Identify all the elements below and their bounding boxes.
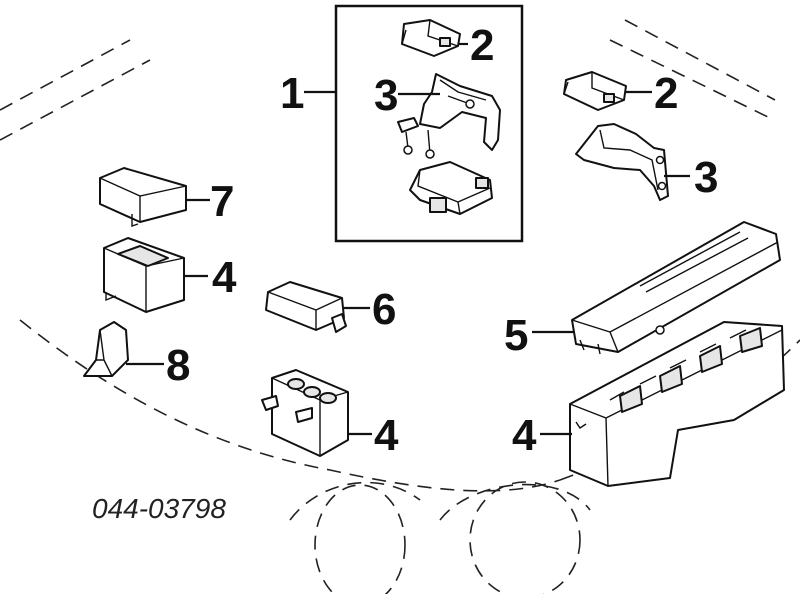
assembly-frame bbox=[334, 4, 524, 243]
callout-2-upper: 2 bbox=[470, 21, 494, 70]
callout-4-left: 4 bbox=[212, 253, 237, 302]
callout-2-right: 2 bbox=[654, 69, 678, 118]
part-5-long-cover bbox=[571, 221, 781, 355]
callout-3-upper: 3 bbox=[374, 71, 398, 120]
part-2-relay-upper bbox=[401, 19, 461, 57]
assembly-connector-block bbox=[409, 161, 493, 215]
reference-code: 044-03798 bbox=[92, 493, 226, 524]
part-3-bracket-right bbox=[575, 123, 669, 201]
callout-5: 5 bbox=[504, 311, 528, 360]
part-2-relay-right bbox=[563, 71, 627, 111]
part-4-box-right bbox=[569, 321, 785, 487]
callout-3-right: 3 bbox=[694, 153, 718, 202]
part-7-cover bbox=[99, 167, 187, 227]
callout-4-right: 4 bbox=[512, 411, 537, 460]
part-3-bracket-upper bbox=[397, 73, 501, 159]
part-4-box-left bbox=[103, 237, 185, 313]
callout-1: 1 bbox=[280, 69, 304, 118]
callout-7: 7 bbox=[210, 177, 234, 226]
leader-lines bbox=[126, 42, 690, 436]
part-8-bracket bbox=[83, 321, 129, 377]
callout-6: 6 bbox=[372, 285, 396, 334]
part-6-cover bbox=[265, 281, 347, 333]
callout-8: 8 bbox=[166, 341, 190, 390]
part-4-box-center bbox=[261, 369, 349, 457]
callout-4-center: 4 bbox=[374, 411, 399, 460]
